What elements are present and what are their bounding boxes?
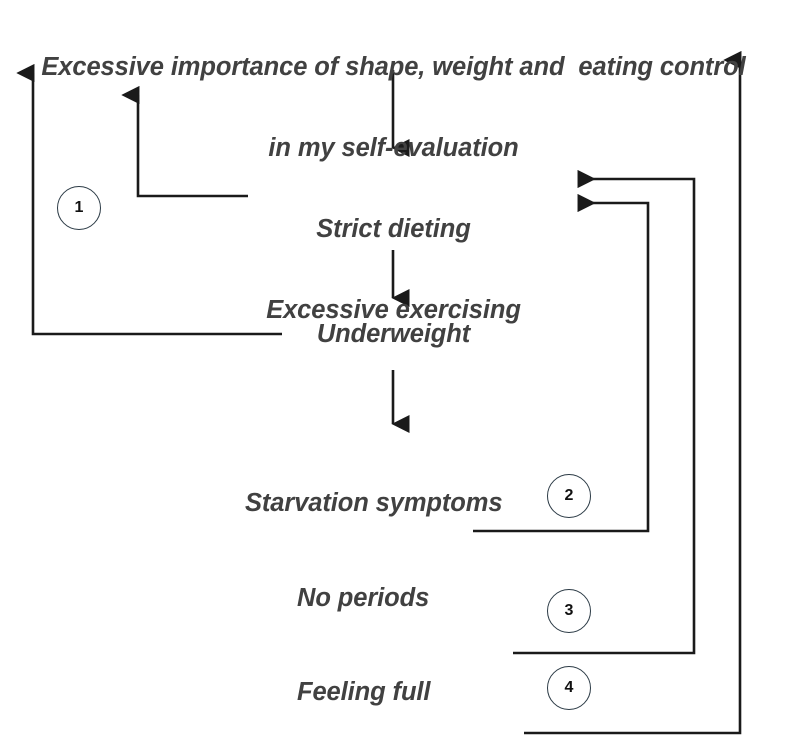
connector-loop4-socialisolation-to-title <box>524 50 742 735</box>
starvation-symptom-list: Starvation symptoms No periods Feeling f… <box>245 436 565 746</box>
node-strict-dieting: Strict dieting Excessive exercising <box>0 162 787 378</box>
node-starvation-symptoms: Starvation symptoms <box>245 489 503 518</box>
loop-badge-4: 4 <box>547 666 591 710</box>
connector-loop1-underweight-to-title <box>16 63 282 336</box>
node-excessive-exercising-label: Excessive exercising <box>266 296 521 325</box>
loop-badge-1: 1 <box>57 186 101 230</box>
loop-badge-2: 2 <box>547 474 591 518</box>
node-strict-dieting-label: Strict dieting <box>316 215 471 244</box>
symptom-no-periods: No periods <box>297 583 430 612</box>
loop-badge-3: 3 <box>547 589 591 633</box>
symptom-feeling-full: Feeling full <box>297 678 431 707</box>
title-line-2: in my self-evaluation <box>268 134 519 163</box>
connector-loop2-feelingfull-to-dieting <box>473 193 650 533</box>
diagram-title: Excessive importance of shape, weight an… <box>0 0 787 216</box>
connector-loop1-dieting-to-title <box>121 85 248 198</box>
title-line-1: Excessive importance of shape, weight an… <box>41 53 746 82</box>
node-underweight: Underweight <box>316 320 471 348</box>
connector-loop3-foodconcerns-to-dieting <box>513 169 696 655</box>
